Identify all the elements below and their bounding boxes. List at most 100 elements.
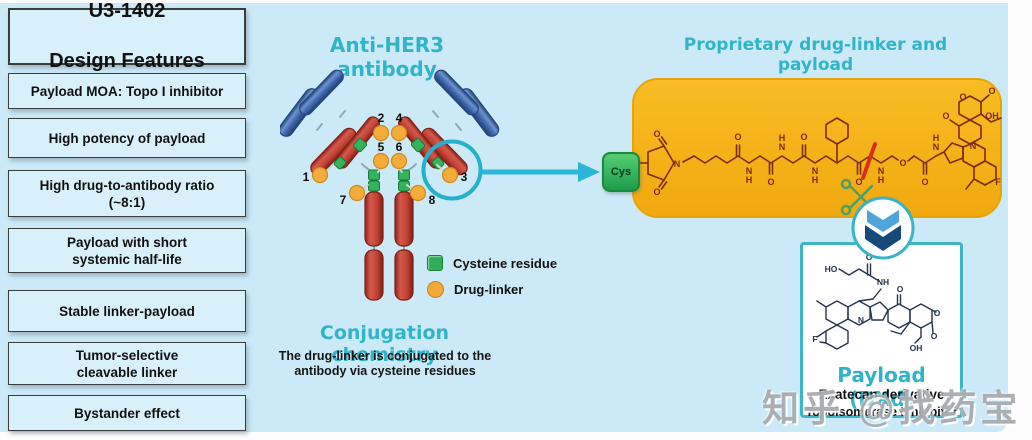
svg-text:O: O xyxy=(734,132,741,142)
watermark: 知乎 @找药宝典 xyxy=(762,388,1022,429)
hinge-cysteines xyxy=(368,169,410,192)
cys-box: Cys xyxy=(602,152,640,192)
svg-text:O: O xyxy=(942,111,949,121)
payload-box: HO O NH F N O O O OH Payload (DXd) Exatecan deri… xyxy=(800,242,963,419)
svg-text:O: O xyxy=(988,86,995,96)
site-number: 2 xyxy=(378,111,385,125)
cysteine-legend-icon xyxy=(427,255,443,271)
svg-text:O: O xyxy=(897,284,904,294)
drug-linker-legend-icon xyxy=(427,280,444,298)
drug-linker-icon xyxy=(390,124,408,142)
site-number: 7 xyxy=(340,193,347,207)
cleavage-site-mark xyxy=(861,142,877,180)
feature-label: High drug-to-antibody ratio (~8:1) xyxy=(39,177,215,210)
svg-text:OH: OH xyxy=(985,111,999,121)
feature-box: Payload MOA: Topo I inhibitor xyxy=(8,73,246,109)
payload-structure: HO O NH F N O O O OH xyxy=(812,252,940,353)
svg-text:O: O xyxy=(931,331,938,341)
figure-title: U3-1402 Design Features xyxy=(49,0,205,74)
svg-text:O: O xyxy=(899,158,906,168)
cysteine-icon xyxy=(333,156,347,170)
svg-text:O: O xyxy=(767,177,774,187)
svg-text:HO: HO xyxy=(825,264,838,274)
svg-text:N: N xyxy=(858,315,864,325)
drug-linker-icon xyxy=(372,152,390,170)
drug-linker-sites: 1 2 4 5 6 7 8 3 xyxy=(303,111,468,207)
conjugation-caption: The drug-linker is conjugated to the ant… xyxy=(278,349,492,378)
svg-text:O: O xyxy=(653,187,660,197)
svg-text:O: O xyxy=(653,129,660,139)
antibody-diagram: 1 2 4 5 6 7 8 3 xyxy=(280,66,503,301)
payload-title: Payload (DXd) xyxy=(837,363,926,411)
feature-label: Payload MOA: Topo I inhibitor xyxy=(30,83,224,99)
feature-box: Payload with short systemic half-life xyxy=(8,228,246,273)
zoom-arrow-icon xyxy=(482,162,600,182)
payload-subtitle: Exatecan derivative xyxy=(818,387,945,402)
drug-linker-icon xyxy=(348,184,366,202)
svg-text:H: H xyxy=(779,133,786,143)
figure-title-line1: U3-1402 xyxy=(88,0,166,22)
payload-atom-labels: HO O NH F N O O O OH xyxy=(812,252,940,353)
drug-linker-structure-box xyxy=(632,78,1002,218)
svg-text:N: N xyxy=(970,141,977,151)
svg-text:NH: NH xyxy=(877,277,889,287)
site-number: 5 xyxy=(378,140,385,154)
chevron-badge-icon xyxy=(851,196,915,260)
site-number: 1 xyxy=(303,170,310,184)
cysteine-icon xyxy=(352,137,368,153)
drug-linker-icon xyxy=(409,184,427,202)
feature-label: Stable linker-payload xyxy=(59,303,195,319)
legend-label: Cysteine residue xyxy=(453,255,558,271)
feature-box: High potency of payload xyxy=(8,118,246,158)
feature-box: High drug-to-antibody ratio (~8:1) xyxy=(8,170,246,217)
svg-text:H: H xyxy=(878,175,885,185)
svg-text:F: F xyxy=(812,334,817,344)
feature-box: Stable linker-payload xyxy=(8,290,246,332)
svg-text:H: H xyxy=(746,175,753,185)
antibody-legend: Cysteine residue Drug-linker xyxy=(427,250,557,302)
site-number: 3 xyxy=(461,170,468,184)
svg-text:N: N xyxy=(674,159,681,169)
phenyl-ring xyxy=(825,117,849,145)
feature-label: Tumor-selective cleavable linker xyxy=(75,347,179,380)
magnifier-circle-icon xyxy=(421,139,483,201)
svg-text:O: O xyxy=(934,308,941,318)
site-number: 8 xyxy=(429,193,436,207)
legend-row-cysteine: Cysteine residue xyxy=(427,250,557,276)
title-box: U3-1402 Design Features xyxy=(8,0,246,72)
feature-box: Bystander effect xyxy=(8,395,246,431)
svg-text:H: H xyxy=(933,133,940,143)
svg-text:O: O xyxy=(800,132,807,142)
drug-linker-icon xyxy=(372,124,390,142)
svg-text:N: N xyxy=(878,166,885,176)
feature-label: Payload with short systemic half-life xyxy=(66,234,188,267)
legend-row-drug-linker: Drug-linker xyxy=(427,276,557,302)
legend-label: Drug-linker xyxy=(454,281,524,297)
drug-linker-icon xyxy=(441,166,459,184)
feature-label: High potency of payload xyxy=(48,130,206,146)
svg-text:OH: OH xyxy=(910,343,923,353)
svg-text:O: O xyxy=(866,252,873,262)
antibody-fc-region xyxy=(364,190,414,301)
svg-text:O: O xyxy=(855,177,862,187)
conjugation-heading: Conjugation chemistry xyxy=(319,322,450,366)
svg-text:N: N xyxy=(779,142,786,152)
drug-linker-icon xyxy=(390,152,408,170)
cysteine-icon xyxy=(368,180,380,192)
figure-title-line2: Design Features xyxy=(49,50,205,72)
payload-moa: Topoisomerase I inhibitor xyxy=(805,405,958,419)
site-number: 6 xyxy=(396,140,403,154)
svg-text:N: N xyxy=(746,166,753,176)
feature-box: Tumor-selective cleavable linker xyxy=(8,342,246,385)
svg-text:F: F xyxy=(995,177,1001,187)
svg-text:N: N xyxy=(933,142,940,152)
svg-text:O: O xyxy=(959,92,966,102)
cysteine-icon xyxy=(398,169,410,181)
svg-text:H: H xyxy=(812,175,819,185)
drug-linker-heading: Proprietary drug-linker and payload xyxy=(683,35,948,75)
svg-text:N: N xyxy=(812,166,819,176)
antibody-heading: Anti-HER3 antibody xyxy=(329,33,445,81)
